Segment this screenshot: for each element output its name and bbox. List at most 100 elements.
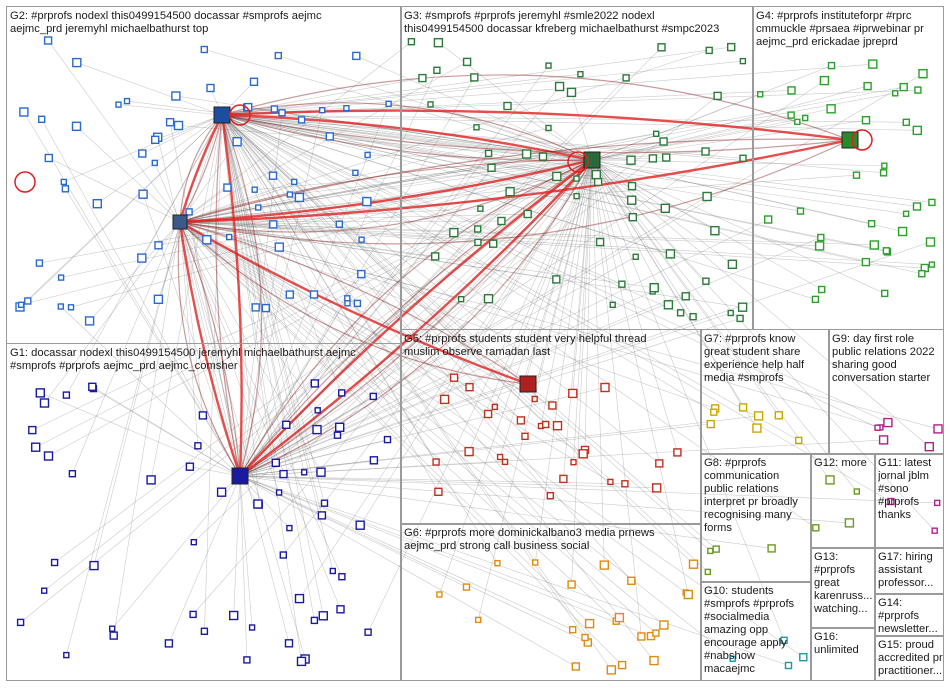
network-node (538, 152, 548, 161)
network-node (427, 101, 434, 108)
group-box-g4 (752, 6, 944, 330)
network-edge (179, 221, 290, 644)
network-edge (523, 159, 593, 389)
group-box-g16 (810, 627, 876, 681)
network-node (869, 240, 879, 250)
network-node (232, 136, 242, 147)
network-node (269, 220, 278, 229)
network-node (710, 408, 718, 416)
network-node (897, 226, 908, 237)
network-node (433, 38, 444, 48)
network-node (449, 373, 459, 382)
network-node (595, 237, 605, 247)
network-node (501, 458, 509, 466)
network-edge (113, 221, 181, 636)
network-node (489, 239, 498, 248)
hub-edge (179, 220, 529, 386)
network-node (57, 303, 64, 310)
network-edge (179, 221, 716, 409)
network-node (739, 154, 747, 163)
network-node (335, 422, 345, 432)
network-edge (239, 387, 606, 477)
network-node (496, 453, 504, 461)
network-node (123, 97, 131, 105)
network-edge (179, 221, 875, 246)
network-node (72, 57, 82, 68)
network-node (431, 252, 440, 261)
network-edge (221, 114, 305, 473)
network-edge (221, 114, 709, 573)
network-edge (591, 159, 758, 429)
network-node (294, 593, 305, 604)
network-edge (221, 114, 454, 233)
network-node (271, 458, 280, 467)
network-node (567, 580, 576, 589)
network-node (883, 417, 893, 428)
network-node (622, 74, 630, 82)
network-node (817, 233, 825, 242)
network-node (67, 304, 75, 311)
network-edge (591, 159, 779, 416)
network-edge (239, 241, 931, 477)
network-node (887, 497, 895, 506)
network-edge (221, 114, 892, 502)
network-node (712, 545, 720, 553)
network-edge (563, 159, 593, 479)
network-node (68, 470, 77, 478)
network-edge (347, 159, 593, 304)
network-node (465, 383, 474, 392)
network-edge (168, 475, 241, 644)
network-node (780, 636, 788, 644)
network-edge (221, 114, 907, 123)
network-edge (76, 62, 223, 116)
network-edge (221, 114, 342, 394)
network-edge (591, 159, 678, 453)
network-node (814, 241, 825, 251)
network-edge (169, 122, 241, 477)
network-node (19, 107, 29, 117)
network-edge (591, 121, 798, 161)
network-edge (221, 114, 816, 529)
network-node (663, 300, 674, 310)
group-box-g6 (400, 523, 702, 681)
network-node (84, 316, 95, 326)
network-node (317, 511, 327, 520)
network-edge (591, 159, 785, 641)
network-edge (239, 475, 657, 489)
network-node (738, 403, 748, 412)
network-edge (239, 103, 389, 477)
hub-edge (221, 114, 262, 477)
network-edge (65, 188, 241, 477)
network-edge (157, 137, 241, 477)
network-edge (476, 126, 593, 161)
network-edge (179, 181, 599, 223)
network-node (899, 82, 908, 92)
network-node (729, 655, 736, 662)
network-node (320, 499, 329, 507)
network-node (757, 91, 764, 98)
network-node (931, 527, 938, 534)
network-node (928, 198, 936, 207)
group-box-g1 (6, 343, 402, 681)
network-node (449, 227, 459, 238)
network-node (657, 43, 666, 52)
network-node (764, 215, 773, 224)
network-node (164, 639, 174, 648)
network-edge (239, 318, 741, 477)
network-edge (221, 114, 918, 207)
network-edge (239, 439, 884, 477)
network-edge (591, 119, 867, 161)
hub-edge (179, 139, 851, 245)
network-edge (179, 221, 804, 658)
network-edge (591, 85, 868, 161)
network-node (274, 242, 284, 252)
network-edge (179, 221, 494, 245)
network-node (38, 115, 46, 124)
network-edge (204, 49, 593, 161)
network-edge (221, 114, 330, 137)
network-edge (221, 114, 557, 177)
network-edge (221, 114, 325, 504)
network-edge (591, 159, 935, 531)
group-label-g15: G15: proud accredited pr practitioner... (878, 639, 943, 677)
network-edge (204, 114, 223, 632)
